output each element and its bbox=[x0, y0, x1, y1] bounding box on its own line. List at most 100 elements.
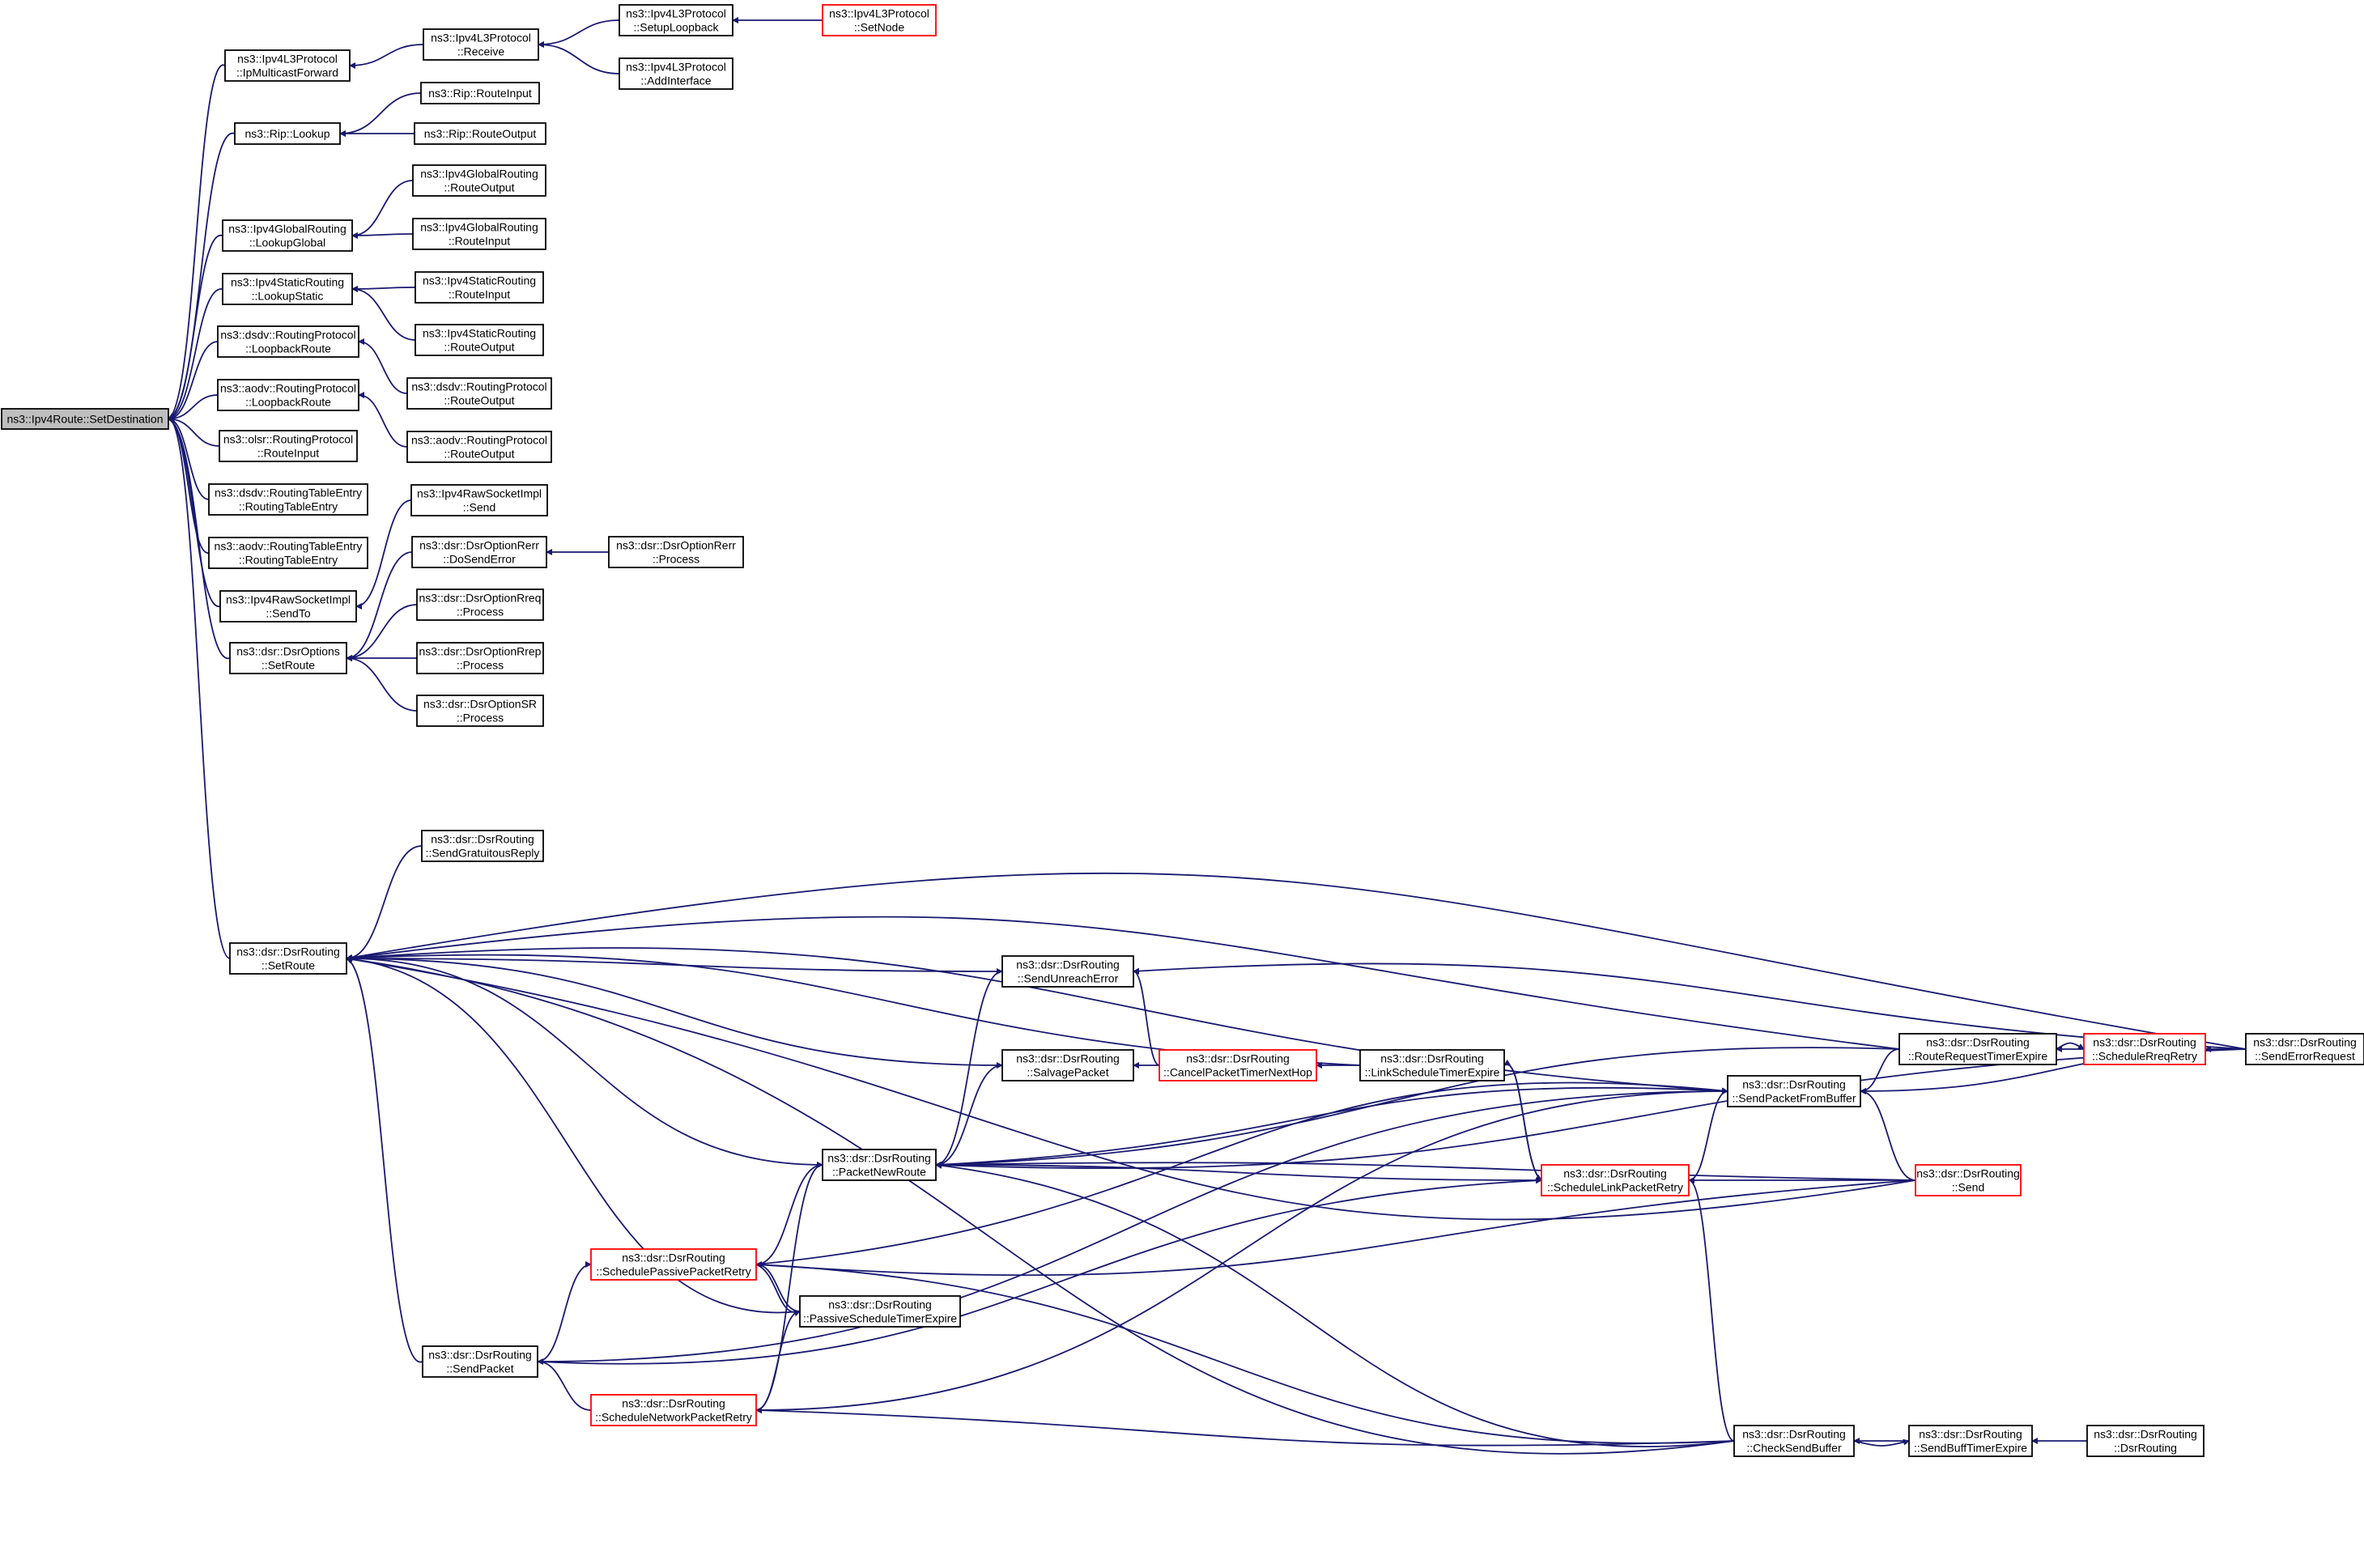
graph-node-n17[interactable]: ns3::Rip::RouteInput bbox=[420, 82, 540, 104]
node-box bbox=[799, 1295, 961, 1328]
call-edge bbox=[755, 1162, 823, 1411]
graph-node-n6[interactable]: ns3::aodv::RoutingProtocol::LoopbackRout… bbox=[217, 379, 359, 411]
call-edge bbox=[1688, 1088, 1728, 1181]
graph-node-n23[interactable]: ns3::dsdv::RoutingProtocol::RouteOutput bbox=[406, 377, 552, 410]
graph-node-n13[interactable]: ns3::Ipv4L3Protocol::Receive bbox=[423, 28, 539, 61]
call-edge bbox=[168, 415, 220, 447]
call-edge bbox=[351, 286, 416, 341]
graph-node-n48[interactable]: ns3::dsr::DsrRouting::SendBuffTimerExpir… bbox=[1908, 1425, 2033, 1457]
node-box bbox=[608, 536, 744, 568]
graph-node-n47[interactable]: ns3::dsr::DsrRouting::CheckSendBuffer bbox=[1733, 1425, 1855, 1457]
node-label-line: ::SetNode bbox=[854, 21, 904, 34]
call-edge bbox=[346, 955, 1003, 1066]
call-edge bbox=[355, 499, 412, 610]
graph-node-n34[interactable]: ns3::dsr::DsrRouting::CancelPacketTimerN… bbox=[1159, 1049, 1317, 1081]
node-label-line: ns3::dsr::DsrRouting bbox=[2253, 1036, 2357, 1049]
graph-node-n12[interactable]: ns3::dsr::DsrRouting::SetRoute bbox=[229, 942, 347, 975]
node-label-line: ::SendErrorRequest bbox=[2255, 1050, 2355, 1063]
graph-node-n27[interactable]: ns3::dsr::DsrOptionRerr::Process bbox=[608, 536, 744, 568]
node-label-line: ::LookupGlobal bbox=[249, 236, 325, 249]
graph-node-n21[interactable]: ns3::Ipv4StaticRouting::RouteInput bbox=[415, 271, 544, 304]
graph-node-n40[interactable]: ns3::dsr::DsrRouting::SendErrorRequest bbox=[2245, 1033, 2364, 1065]
node-label-line: ns3::dsdv::RoutingProtocol bbox=[220, 329, 355, 342]
graph-node-n37[interactable]: ns3::dsr::DsrRouting::SendPacketFromBuff… bbox=[1727, 1075, 1861, 1107]
graph-node-n28[interactable]: ns3::dsr::DsrOptionRreq::Process bbox=[416, 589, 544, 621]
graph-node-n39[interactable]: ns3::dsr::DsrRouting::ScheduleRreqRetry bbox=[2083, 1033, 2206, 1065]
graph-node-n30[interactable]: ns3::dsr::DsrOptionSR::Process bbox=[416, 695, 544, 727]
call-edge bbox=[935, 1161, 1916, 1181]
node-box bbox=[2083, 1033, 2206, 1065]
graph-node-n46[interactable]: ns3::dsr::DsrRouting::ScheduleNetworkPac… bbox=[590, 1394, 757, 1426]
graph-node-n8[interactable]: ns3::dsdv::RoutingTableEntry::RoutingTab… bbox=[208, 483, 368, 516]
graph-node-n2[interactable]: ns3::Rip::Lookup bbox=[234, 122, 341, 145]
node-box bbox=[590, 1394, 757, 1426]
call-edge bbox=[1133, 968, 1160, 1066]
graph-node-n29[interactable]: ns3::dsr::DsrOptionRrep::Process bbox=[416, 642, 544, 674]
node-box bbox=[2086, 1425, 2205, 1457]
call-edge bbox=[755, 1261, 1735, 1444]
graph-node-n45[interactable]: ns3::dsr::DsrRouting::SendPacket bbox=[422, 1345, 538, 1378]
graph-node-n22[interactable]: ns3::Ipv4StaticRouting::RouteOutput bbox=[415, 324, 544, 356]
node-box bbox=[229, 942, 347, 975]
call-edge bbox=[349, 44, 424, 69]
graph-node-n4[interactable]: ns3::Ipv4StaticRouting::LookupStatic bbox=[222, 273, 353, 305]
node-label-line: ns3::Ipv4StaticRouting bbox=[423, 274, 536, 287]
graph-node-n0[interactable]: ns3::Ipv4Route::SetDestination bbox=[1, 408, 169, 430]
graph-node-n43[interactable]: ns3::dsr::DsrRouting::SchedulePassivePac… bbox=[590, 1248, 757, 1281]
graph-node-n25[interactable]: ns3::Ipv4RawSocketImpl::Send bbox=[410, 484, 548, 516]
call-edge bbox=[935, 1162, 1542, 1181]
node-label-line: ns3::dsr::DsrRouting bbox=[622, 1397, 725, 1410]
graph-node-n26[interactable]: ns3::dsr::DsrOptionRerr::DoSendError bbox=[411, 536, 547, 568]
call-edge bbox=[358, 338, 408, 394]
node-label-line: ::PacketNewRoute bbox=[832, 1166, 926, 1179]
node-label-line: ns3::dsr::DsrRouting bbox=[1016, 958, 1120, 971]
graph-node-n31[interactable]: ns3::dsr::DsrRouting::SendGratuitousRepl… bbox=[421, 830, 544, 862]
graph-node-n10[interactable]: ns3::Ipv4RawSocketImpl::SendTo bbox=[219, 590, 357, 623]
graph-node-n3[interactable]: ns3::Ipv4GlobalRouting::LookupGlobal bbox=[222, 219, 353, 252]
graph-node-n7[interactable]: ns3::olsr::RoutingProtocol::RouteInput bbox=[219, 430, 358, 462]
call-edge bbox=[346, 956, 1735, 1455]
graph-node-n1[interactable]: ns3::Ipv4L3Protocol::IpMulticastForward bbox=[224, 49, 351, 82]
graph-node-n49[interactable]: ns3::dsr::DsrRouting::DsrRouting bbox=[2086, 1425, 2205, 1457]
graph-node-n20[interactable]: ns3::Ipv4GlobalRouting::RouteInput bbox=[412, 218, 546, 250]
node-box bbox=[415, 271, 544, 304]
node-box bbox=[406, 431, 552, 463]
call-edge bbox=[351, 232, 414, 239]
graph-node-n14[interactable]: ns3::Ipv4L3Protocol::SetupLoopback bbox=[619, 4, 733, 36]
node-label-line: ::RouteOutput bbox=[444, 341, 514, 354]
graph-node-n24[interactable]: ns3::aodv::RoutingProtocol::RouteOutput bbox=[406, 431, 552, 463]
graph-node-n33[interactable]: ns3::dsr::DsrRouting::SalvagePacket bbox=[1001, 1049, 1134, 1081]
node-label-line: ns3::Ipv4RawSocketImpl bbox=[226, 593, 351, 606]
node-label-line: ::ScheduleNetworkPacketRetry bbox=[595, 1411, 752, 1424]
graph-node-n18[interactable]: ns3::Rip::RouteOutput bbox=[414, 122, 546, 145]
graph-node-n44[interactable]: ns3::dsr::DsrRouting::PassiveScheduleTim… bbox=[799, 1295, 961, 1328]
graph-node-n16[interactable]: ns3::Ipv4L3Protocol::AddInterface bbox=[619, 57, 733, 90]
node-label-line: ns3::Ipv4L3Protocol bbox=[237, 53, 338, 66]
node-label-line: ns3::dsr::DsrRouting bbox=[622, 1251, 725, 1264]
node-label-line: ns3::dsr::DsrRouting bbox=[236, 945, 340, 958]
graph-node-n32[interactable]: ns3::dsr::DsrRouting::SendUnreachError bbox=[1001, 955, 1134, 988]
call-edge bbox=[168, 417, 231, 659]
node-label-line: ns3::dsr::DsrRouting bbox=[428, 1349, 532, 1362]
node-label-line: ns3::Rip::Lookup bbox=[244, 127, 330, 140]
graph-node-n5[interactable]: ns3::dsdv::RoutingProtocol::LoopbackRout… bbox=[217, 325, 359, 358]
graph-node-n19[interactable]: ns3::Ipv4GlobalRouting::RouteOutput bbox=[412, 164, 546, 197]
call-edge bbox=[2056, 1042, 2085, 1050]
graph-node-n36[interactable]: ns3::dsr::DsrRouting::PacketNewRoute bbox=[822, 1149, 937, 1181]
node-box bbox=[822, 4, 937, 36]
node-box bbox=[234, 122, 341, 145]
node-box bbox=[1359, 1049, 1505, 1081]
node-label-line: ns3::dsdv::RoutingProtocol bbox=[411, 380, 546, 393]
call-edge bbox=[755, 1162, 823, 1265]
graph-node-n38[interactable]: ns3::dsr::DsrRouting::RouteRequestTimerE… bbox=[1898, 1033, 2057, 1065]
graph-node-n9[interactable]: ns3::aodv::RoutingTableEntry::RoutingTab… bbox=[208, 537, 368, 569]
graph-node-n15[interactable]: ns3::Ipv4L3Protocol::SetNode bbox=[822, 4, 937, 36]
node-label-line: ns3::aodv::RoutingTableEntry bbox=[215, 540, 363, 553]
node-label-line: ::SetRoute bbox=[261, 959, 315, 972]
graph-node-n42[interactable]: ns3::dsr::DsrRouting::Send bbox=[1915, 1164, 2022, 1196]
call-edge bbox=[755, 1311, 801, 1413]
graph-node-n35[interactable]: ns3::dsr::DsrRouting::LinkScheduleTimerE… bbox=[1359, 1049, 1505, 1081]
node-label-line: ns3::dsr::DsrRouting bbox=[1926, 1036, 2030, 1049]
graph-node-n11[interactable]: ns3::dsr::DsrOptions::SetRoute bbox=[229, 642, 347, 674]
graph-node-n41[interactable]: ns3::dsr::DsrRouting::ScheduleLinkPacket… bbox=[1541, 1164, 1690, 1196]
